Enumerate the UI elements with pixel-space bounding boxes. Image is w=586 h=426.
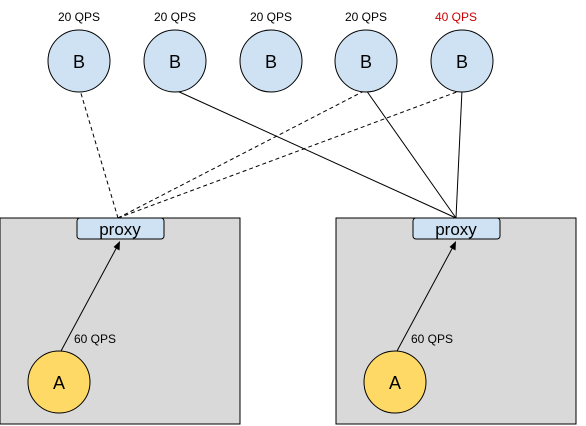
left-proxy-to-backend-4-edge: [117, 89, 367, 219]
right-client-label: A: [389, 373, 401, 393]
right-proxy-to-backend-5-edge: [455, 89, 463, 219]
right-proxy-to-backend-2-edge: [174, 89, 457, 219]
backend-qps-label: 20 QPS: [154, 10, 196, 24]
backend-node-5: 40 QPS B: [430, 10, 494, 93]
right-client-to-proxy-arrow: [396, 244, 455, 352]
backend-node-4: 20 QPS B: [334, 10, 398, 93]
left-client-qps-label: 60 QPS: [74, 332, 116, 346]
backend-circle: [334, 29, 398, 93]
right-proxy-box: [412, 217, 501, 240]
backend-label: B: [360, 52, 372, 72]
right-arrow-head-icon: [449, 241, 456, 251]
left-client-circle: [27, 350, 91, 414]
left-client-label: A: [53, 373, 65, 393]
backend-qps-label: 20 QPS: [250, 10, 292, 24]
backend-label: B: [265, 52, 277, 72]
backend-qps-label: 20 QPS: [345, 10, 387, 24]
backend-label: B: [169, 52, 181, 72]
backend-label: B: [456, 52, 468, 72]
left-proxy-to-backend-5-edge: [117, 89, 463, 219]
backend-circle: [430, 29, 494, 93]
backend-qps-label: 20 QPS: [58, 10, 100, 24]
left-arrow-head-icon: [113, 241, 120, 251]
backend-node-1: 20 QPS B: [47, 10, 111, 93]
backend-node-3: 20 QPS B: [239, 10, 303, 93]
right-client-qps-label: 60 QPS: [411, 332, 453, 346]
backend-label: B: [73, 52, 85, 72]
right-proxy-to-backend-4-edge: [365, 89, 457, 219]
right-proxy-label: proxy: [435, 220, 477, 239]
backend-node-2: 20 QPS B: [143, 10, 207, 93]
right-client-circle: [363, 350, 427, 414]
backend-circle: [143, 29, 207, 93]
left-proxy-box: [76, 217, 165, 240]
backend-qps-label-highlighted: 40 QPS: [435, 10, 477, 24]
backend-circle: [239, 29, 303, 93]
backend-circle: [47, 29, 111, 93]
left-proxy-to-backend-1-edge: [79, 89, 119, 219]
left-proxy-label: proxy: [99, 220, 141, 239]
left-client-to-proxy-arrow: [60, 244, 119, 352]
